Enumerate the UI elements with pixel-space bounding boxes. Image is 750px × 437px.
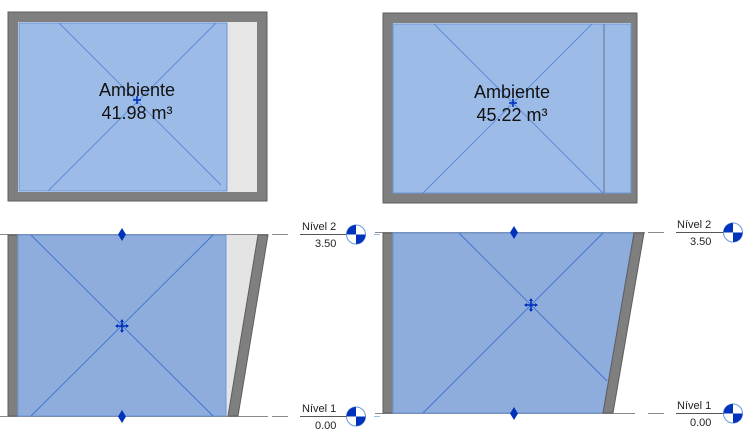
room-diagonal	[58, 22, 222, 186]
level-name[interactable]: Nível 1	[677, 400, 711, 412]
plan-view-right: Ambiente 45.22 m³	[370, 0, 650, 205]
section-drawing-left: Nível 2 3.50 Nível 1 0.00	[0, 221, 380, 432]
level-elevation[interactable]: 0.00	[690, 417, 711, 429]
level-head-icon[interactable]	[723, 403, 743, 424]
level-name[interactable]: Nível 2	[302, 221, 336, 233]
plan-drawing-left: Ambiente 41.98 m³	[7, 11, 268, 202]
move-cross-icon[interactable]	[115, 319, 129, 333]
bottom-offset-grip-icon[interactable]	[510, 407, 518, 420]
level-head-icon[interactable]	[346, 224, 366, 245]
level-tag-2[interactable]: Nível 2 3.50	[676, 219, 743, 248]
room-diagonal	[433, 23, 604, 194]
room-center-cross-icon[interactable]	[133, 96, 141, 104]
level-tag-1[interactable]: Nível 1 0.00	[300, 403, 380, 432]
level-name[interactable]: Nível 2	[677, 219, 711, 231]
level-elevation[interactable]: 3.50	[315, 238, 336, 250]
room-area[interactable]	[18, 22, 228, 192]
level-head-icon[interactable]	[346, 406, 366, 427]
room-diagonal	[458, 232, 608, 382]
room-diagonal	[422, 232, 604, 414]
section-view-left: Nível 2 3.50 Nível 1 0.00	[0, 210, 380, 437]
left-wall[interactable]	[7, 234, 19, 417]
room-center-cross-icon[interactable]	[509, 99, 517, 107]
room-diagonal	[47, 22, 217, 192]
room-volume-label[interactable]: 45.22 m³	[476, 105, 547, 125]
room-volume-label[interactable]: 41.98 m³	[101, 103, 172, 123]
bottom-offset-grip-icon[interactable]	[118, 410, 126, 423]
plan-drawing-right: Ambiente 45.22 m³	[382, 12, 638, 204]
room-diagonal	[422, 23, 593, 194]
level-name[interactable]: Nível 1	[302, 403, 336, 415]
left-wall[interactable]	[382, 232, 394, 414]
level-tag-1[interactable]: Nível 1 0.00	[676, 400, 743, 429]
room-area[interactable]	[392, 23, 632, 194]
level-head-icon[interactable]	[723, 222, 743, 243]
section-drawing-right: Nível 2 3.50 Nível 1 0.00	[375, 219, 743, 429]
inclined-wall[interactable]	[602, 232, 645, 414]
level-elevation[interactable]: 0.00	[315, 420, 336, 432]
level-tag-2[interactable]: Nível 2 3.50	[300, 221, 380, 250]
room-name-label[interactable]: Ambiente	[99, 80, 175, 100]
move-cross-icon[interactable]	[524, 298, 538, 312]
plan-view-left: Ambiente 41.98 m³	[0, 0, 280, 205]
section-view-right: Nível 2 3.50 Nível 1 0.00	[370, 210, 750, 437]
level-elevation[interactable]: 3.50	[690, 236, 711, 248]
top-offset-grip-icon[interactable]	[118, 228, 126, 241]
inclined-wall[interactable]	[227, 234, 269, 417]
room-name-label[interactable]: Ambiente	[474, 82, 550, 102]
top-offset-grip-icon[interactable]	[510, 226, 518, 239]
